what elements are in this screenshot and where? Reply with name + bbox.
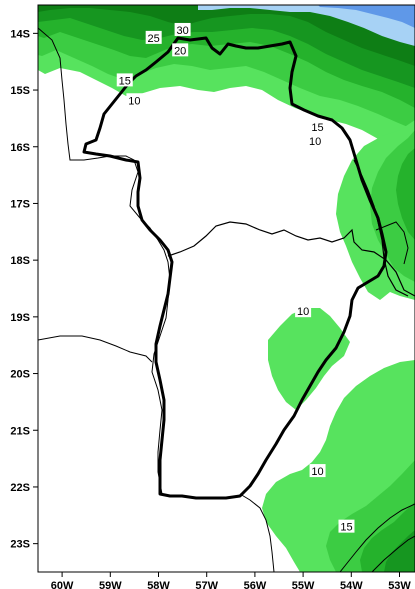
shade-east-20 (396, 148, 415, 240)
contour-label: 30 (174, 22, 191, 37)
y-tick-label: 15S (10, 85, 30, 97)
border-state-east-2 (375, 221, 409, 265)
border-bolivia-paraguay (38, 335, 153, 363)
contour-label-background (309, 119, 326, 133)
contour-label-background (307, 134, 324, 148)
contour-label-background (126, 93, 143, 107)
x-tick-label: 55W (292, 580, 315, 589)
y-tick-label: 18S (10, 255, 30, 267)
y-axis: 14S 15S 16S 17S 18S 19S 20S 21S 22S 23S (10, 28, 38, 551)
border-bolivia-brazil-north (38, 27, 139, 173)
x-tick-label: 56W (244, 580, 267, 589)
contour-label-text: 10 (311, 466, 323, 478)
contour-label: 10 (307, 134, 324, 148)
border-paraguay-south (239, 493, 275, 572)
contour-label-background (116, 73, 133, 87)
contour-label: 10 (126, 93, 143, 107)
y-tick-label: 22S (10, 482, 30, 494)
contour-label: 15 (309, 119, 326, 134)
x-tick-label: 58W (147, 580, 170, 589)
contour-label-text: 15 (340, 522, 352, 534)
shade-north-blue-light (198, 5, 415, 46)
contour-label-background (172, 43, 189, 57)
contour-label-background (338, 519, 355, 533)
contour-label: 10 (309, 464, 326, 478)
map-plot-area (38, 5, 415, 572)
contour-label-text: 15 (311, 122, 323, 134)
contour-label-background (309, 464, 326, 478)
contour-label-text: 10 (309, 136, 321, 148)
contour-label: 15 (338, 519, 355, 534)
y-tick-label: 23S (10, 539, 30, 551)
contour-label: 25 (145, 30, 162, 45)
contour-label: 10 (295, 304, 312, 318)
contour-label-text: 15 (119, 75, 131, 87)
contour-label-background (174, 22, 191, 36)
border-state-southeast-2 (371, 535, 415, 572)
contour-label-text: 10 (128, 95, 140, 107)
contour-label-text: 20 (174, 45, 186, 57)
border-state-southeast (339, 503, 415, 572)
contour-label-text: 10 (297, 306, 309, 318)
x-tick-label: 54W (340, 580, 363, 589)
region-outline (82, 36, 388, 500)
contour-label-text: 25 (148, 33, 160, 45)
x-tick-label: 59W (99, 580, 122, 589)
y-tick-label: 17S (10, 198, 30, 210)
contour-label-background (295, 304, 312, 318)
x-axis: 60W 59W 58W 57W 56W 55W 54W 53W (51, 572, 411, 589)
y-tick-label: 21S (10, 425, 30, 437)
contour-label-background (145, 30, 162, 44)
x-tick-label: 57W (195, 580, 218, 589)
x-tick-label: 53W (388, 580, 411, 589)
y-tick-label: 16S (10, 142, 30, 154)
y-tick-label: 19S (10, 312, 30, 324)
contour-label: 15 (116, 73, 133, 87)
plot-frame (37, 4, 415, 573)
contour-label: 20 (172, 43, 189, 57)
contour-label-layer: 30 25 20 15 10 15 10 10 10 15 (116, 22, 355, 534)
y-tick-label: 20S (10, 369, 30, 381)
border-state-ms-mt (167, 221, 415, 297)
contour-label-text: 30 (176, 25, 188, 37)
shade-north-30 (38, 5, 415, 66)
shade-north-blue (318, 5, 415, 28)
shade-central-10 (268, 308, 350, 410)
x-tick-label: 60W (51, 580, 74, 589)
y-tick-label: 14S (10, 28, 30, 40)
